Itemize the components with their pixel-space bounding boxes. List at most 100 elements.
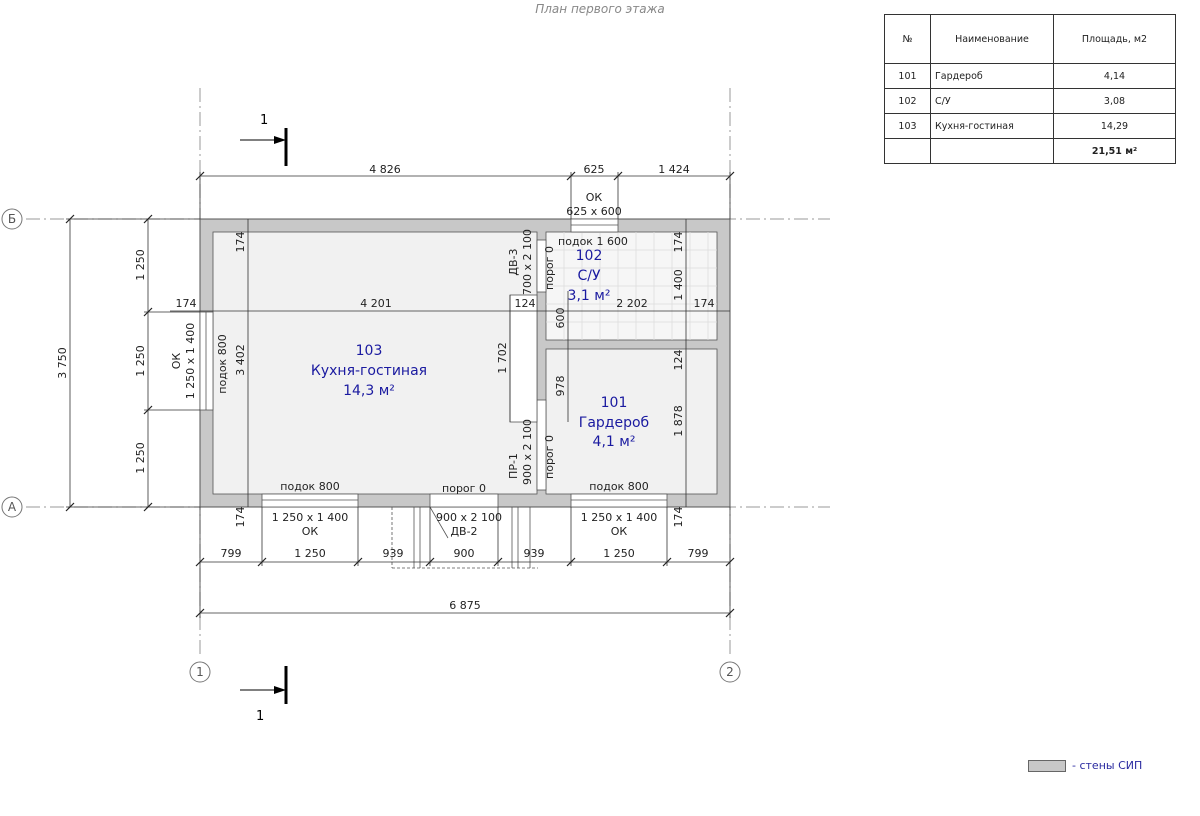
label-ok-br: ОК <box>611 525 628 538</box>
svg-text:А: А <box>8 500 17 514</box>
svg-text:Б: Б <box>8 212 16 226</box>
legend: - стены СИП <box>1028 759 1142 772</box>
dim-bot-5: 939 <box>524 547 545 560</box>
dim-v-3402: 3 402 <box>234 344 247 376</box>
room-103-number: 103 <box>356 343 383 359</box>
cell-no: 103 <box>884 113 931 139</box>
tile-grid <box>546 232 717 340</box>
table-header-row: № Наименование Площадь, м2 <box>884 14 1176 64</box>
room-101-name: Гардероб <box>579 415 649 431</box>
cell-area: 3,08 <box>1053 88 1176 114</box>
label-pr1: ПР-1 <box>507 453 520 479</box>
note-porog-dv3: порог 0 <box>543 246 556 290</box>
dim-mid-124: 124 <box>515 297 536 310</box>
dimension-lines <box>66 172 731 618</box>
legend-swatch <box>1028 760 1066 772</box>
dim-v-1878: 1 878 <box>672 405 685 437</box>
room-102-name: С/У <box>577 268 600 284</box>
dim-v-124: 124 <box>672 350 685 371</box>
dim-mid-174-right: 174 <box>694 297 715 310</box>
axis-bubble-b: Б <box>1 208 23 230</box>
label-ok-top-size: 625 х 600 <box>566 205 622 218</box>
section-mark-bottom: 1 <box>240 666 288 724</box>
note-podok-1600: подок 1 600 <box>558 235 628 248</box>
dim-left-3: 1 250 <box>134 442 147 474</box>
room-103-area: 14,3 м² <box>343 383 395 399</box>
label-dv2: ДВ-2 <box>450 525 477 538</box>
legend-label: - стены СИП <box>1072 759 1143 772</box>
dimension-ticks <box>65 171 735 618</box>
dim-v-1400: 1 400 <box>672 269 685 301</box>
dim-mid-174-left: 174 <box>176 297 197 310</box>
cell-name: С/У <box>930 88 1054 114</box>
label-dv3: ДВ-3 <box>507 248 520 275</box>
dim-v-174-tl: 174 <box>234 232 247 253</box>
room-103-name: Кухня-гостиная <box>311 363 427 379</box>
room-schedule-table: № Наименование Площадь, м2 101 Гардероб … <box>884 14 1176 164</box>
cell-name: Кухня-гостиная <box>930 113 1054 139</box>
label-ok-left: ОК <box>170 353 183 370</box>
label-ok-bl-size: 1 250 х 1 400 <box>272 511 348 524</box>
table-row: 101 Гардероб 4,14 <box>884 63 1176 89</box>
dim-mid-4201: 4 201 <box>360 297 392 310</box>
svg-text:1: 1 <box>196 665 204 679</box>
dim-bot-6: 1 250 <box>603 547 635 560</box>
walls <box>199 218 731 508</box>
cell-area: 4,14 <box>1053 63 1176 89</box>
dim-v-174-br: 174 <box>672 507 685 528</box>
room-102-number: 102 <box>576 248 603 264</box>
dim-v-174-bl: 174 <box>234 507 247 528</box>
room-102-area: 3,1 м² <box>568 288 611 304</box>
axis-bubble-a: А <box>1 496 23 518</box>
label-ok-left-size: 1 250 х 1 400 <box>184 323 197 399</box>
room-101-area: 4,1 м² <box>593 434 636 450</box>
table-total-row: 21,51 м² <box>884 138 1176 164</box>
label-dv3-size: 700 х 2 100 <box>521 229 534 295</box>
note-porog-dv2: порог 0 <box>442 482 486 495</box>
svg-text:1: 1 <box>256 709 264 724</box>
dim-bot-7: 799 <box>688 547 709 560</box>
cell-no: 102 <box>884 88 931 114</box>
room-103-floor <box>212 231 538 495</box>
room-101-floor <box>545 348 718 495</box>
window-bottom-left <box>261 493 359 508</box>
room-labels: 103 Кухня-гостиная 14,3 м² 102 С/У 3,1 м… <box>311 248 649 450</box>
notes: подок 1 600 подок 800 подок 800 подок 80… <box>216 235 649 495</box>
dim-bot-1: 799 <box>221 547 242 560</box>
plan-title: План первого этажа <box>535 2 665 16</box>
dim-left-2: 1 250 <box>134 345 147 377</box>
dim-v-174-tr: 174 <box>672 232 685 253</box>
room-101-number: 101 <box>601 395 628 411</box>
table-row: 102 С/У 3,08 <box>884 88 1176 114</box>
note-podok-800-left: подок 800 <box>216 334 229 393</box>
door-dv2 <box>429 493 499 508</box>
axis-bubble-1: 1 <box>189 661 211 683</box>
window-bottom-right <box>570 493 668 508</box>
dim-v-1702: 1 702 <box>496 342 509 374</box>
window-top <box>570 218 619 233</box>
openings <box>199 218 668 508</box>
dim-left-total: 3 750 <box>56 347 69 379</box>
door-dv3 <box>536 239 547 293</box>
table-row: 103 Кухня-гостиная 14,29 <box>884 113 1176 139</box>
label-dv2-size: 900 х 2 100 <box>436 511 502 524</box>
dim-left-1: 1 250 <box>134 249 147 281</box>
opening-labels: ОК 625 х 600 ОК 1 250 х 1 400 1 250 х 1 … <box>170 191 657 538</box>
dim-v-978: 978 <box>554 376 567 397</box>
cell-name: Гардероб <box>930 63 1054 89</box>
window-left <box>199 311 214 411</box>
cell-no: 101 <box>884 63 931 89</box>
svg-text:1: 1 <box>260 113 268 128</box>
header-area: Площадь, м2 <box>1053 14 1176 64</box>
door-leaves <box>391 294 538 569</box>
header-name: Наименование <box>930 14 1054 64</box>
total-area: 21,51 м² <box>1053 138 1176 164</box>
svg-text:2: 2 <box>726 665 734 679</box>
note-podok-800-bl: подок 800 <box>280 480 339 493</box>
dimension-texts: 4 826 625 1 424 3 750 1 250 1 250 1 250 … <box>56 163 715 612</box>
label-ok-top: ОК <box>586 191 603 204</box>
dim-bot-4: 900 <box>454 547 475 560</box>
note-podok-800-br: подок 800 <box>589 480 648 493</box>
section-mark-top: 1 <box>240 113 288 166</box>
door-pr1 <box>536 399 547 491</box>
